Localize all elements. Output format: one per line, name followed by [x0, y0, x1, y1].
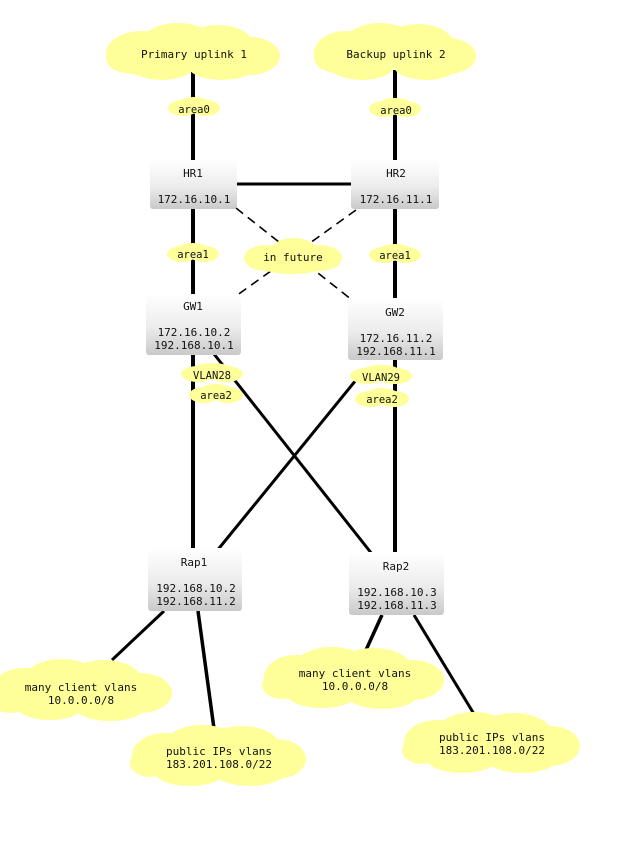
area-label-area0-left: area0: [168, 97, 220, 116]
area-label-text: area1: [177, 249, 209, 261]
node-ip: 192.168.11.1: [356, 345, 435, 358]
node-gw2: GW2 172.16.11.2 192.168.11.1: [348, 298, 443, 360]
node-name: GW1: [183, 300, 203, 313]
node-ip: 192.168.10.2: [156, 582, 235, 595]
link-gw1-rap2: [212, 353, 374, 555]
node-ip: 172.16.11.1: [360, 193, 433, 206]
cloud-label-line2: 10.0.0.0/8: [48, 694, 114, 707]
area-label-area0-right: area0: [369, 98, 421, 117]
node-gw1: GW1 172.16.10.2 192.168.10.1: [146, 294, 241, 355]
cloud-label-line2: 183.201.108.0/22: [439, 744, 545, 757]
cloud-label-line1: public IPs vlans: [166, 745, 272, 758]
node-hr1: HR1 172.16.10.1: [150, 160, 237, 209]
cloud-backup-uplink: Backup uplink 2: [314, 23, 476, 80]
node-ip: 172.16.10.2: [158, 326, 231, 339]
area-label-area1-left: area1: [167, 243, 219, 262]
cloud-label-backup-uplink: Backup uplink 2: [346, 48, 445, 61]
area-label-text: area0: [178, 104, 210, 116]
node-name: Rap2: [383, 560, 410, 573]
cloud-label-line2: 10.0.0.0/8: [322, 680, 388, 693]
cloud-label-line1: public IPs vlans: [439, 731, 545, 744]
area-label-text: area2: [200, 390, 232, 402]
area-label-area2-right: area2: [355, 388, 409, 407]
node-rap1: Rap1 192.168.10.2 192.168.11.2: [148, 548, 242, 611]
node-ip: 192.168.11.2: [156, 595, 235, 608]
area-label-area1-right: area1: [369, 244, 421, 263]
link-future-hr2-gw1: [235, 209, 357, 297]
node-name: HR2: [386, 167, 406, 180]
link-rap2-public: [412, 614, 476, 715]
node-hr2: HR2 172.16.11.1: [351, 160, 439, 209]
vlan-label-text: VLAN28: [193, 370, 231, 382]
node-name: HR1: [183, 167, 203, 180]
node-ip: 172.16.11.2: [360, 332, 433, 345]
area-label-text: area0: [380, 105, 412, 117]
node-ip: 192.168.11.3: [357, 599, 436, 612]
cloud-label-line2: 183.201.108.0/22: [166, 758, 272, 771]
cloud-public-vlans-left: public IPs vlans 183.201.108.0/22: [130, 725, 306, 786]
area-label-area2-left: area2: [189, 384, 243, 403]
area-label-text: area2: [366, 394, 398, 406]
cloud-label-line1: many client vlans: [299, 667, 412, 680]
vlan-label-text: VLAN29: [362, 372, 400, 384]
area-label-text: area1: [379, 250, 411, 262]
cloud-client-vlans-right: many client vlans 10.0.0.0/8: [262, 647, 444, 709]
vlan-label-left: VLAN28: [181, 363, 243, 382]
node-ip: 192.168.10.3: [357, 586, 436, 599]
area-label-in-future: in future: [244, 238, 342, 274]
cloud-label-primary-uplink: Primary uplink 1: [141, 48, 247, 61]
node-ip: 172.16.10.1: [158, 193, 231, 206]
cloud-label-line1: many client vlans: [25, 681, 138, 694]
link-future-hr1-gw2: [235, 207, 353, 301]
node-name: GW2: [385, 306, 405, 319]
cloud-primary-uplink: Primary uplink 1: [106, 23, 280, 80]
link-rap2-clients: [364, 614, 384, 651]
node-rap2: Rap2 192.168.10.3 192.168.11.3: [349, 552, 444, 615]
node-name: Rap1: [181, 556, 208, 569]
vlan-label-right: VLAN29: [350, 365, 412, 384]
link-rap1-public: [196, 610, 217, 737]
cloud-client-vlans-left: many client vlans 10.0.0.0/8: [0, 659, 172, 721]
node-ip: 192.168.10.1: [154, 339, 233, 352]
link-rap1-clients: [110, 609, 166, 662]
area-label-text: in future: [263, 251, 323, 264]
link-gw2-rap1: [214, 379, 358, 553]
cloud-public-vlans-right: public IPs vlans 183.201.108.0/22: [402, 712, 580, 773]
